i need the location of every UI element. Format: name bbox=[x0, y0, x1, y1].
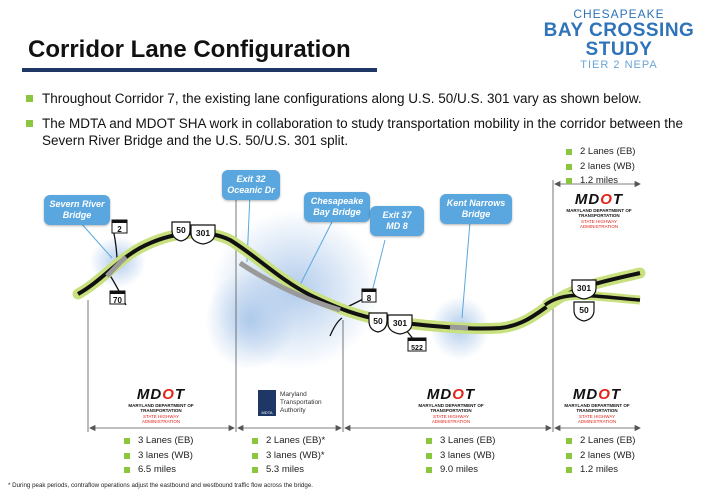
mdta-logo-mark bbox=[258, 390, 276, 416]
footnote: * During peak periods, contraflow operat… bbox=[8, 482, 313, 489]
study-logo: CHESAPEAKE BAY CROSSING STUDY TIER 2 NEP… bbox=[524, 8, 714, 71]
mdot-line-1: MARYLAND DEPARTMENT OF TRANSPORTATION bbox=[564, 403, 630, 413]
logo-line-3: TIER 2 NEPA bbox=[580, 59, 658, 71]
callout-label: Exit 32 Oceanic Dr bbox=[227, 174, 275, 195]
mdot-wordmark: MDOT bbox=[136, 386, 186, 403]
mdot-wordmark-o: O bbox=[452, 386, 465, 403]
mdot-line-2: STATE HIGHWAY ADMINISTRATION bbox=[141, 414, 181, 424]
us-301-label-2: 301 bbox=[393, 318, 407, 328]
stat-item: 3 Lanes (EB) bbox=[426, 434, 495, 449]
stat-item: 3 lanes (WB) bbox=[124, 449, 193, 464]
mdot-line-2: STATE HIGHWAY ADMINISTRATION bbox=[577, 414, 617, 424]
md-8-label: 8 bbox=[367, 294, 372, 303]
us-50-shield-3: 50 bbox=[573, 301, 595, 322]
mdot-wordmark-o: O bbox=[600, 191, 613, 208]
callout-label: Chesapeake Bay Bridge bbox=[310, 196, 364, 217]
mdot-wordmark: MDOT bbox=[426, 386, 476, 403]
kent-narrows-bridge bbox=[449, 324, 469, 331]
stat-item: 9.0 miles bbox=[426, 463, 495, 478]
stat-item: 2 Lanes (EB)* bbox=[252, 434, 325, 449]
stat-item: 6.5 miles bbox=[124, 463, 193, 478]
mdot-logo-seg3: MDOT MARYLAND DEPARTMENT OF TRANSPORTATI… bbox=[418, 387, 484, 424]
mdot-wordmark-o: O bbox=[162, 386, 175, 403]
us-50-shield-1: 50 bbox=[171, 221, 191, 242]
segment-stats-4: 2 Lanes (EB) 2 lanes (WB) 1.2 miles bbox=[566, 434, 635, 478]
segment-stats-1: 3 Lanes (EB) 3 lanes (WB) 6.5 miles bbox=[124, 434, 193, 478]
stat-item: 3 lanes (WB)* bbox=[252, 449, 325, 464]
us-301-shield-1: 301 bbox=[190, 224, 216, 245]
stat-item: 2 lanes (WB) bbox=[566, 449, 635, 464]
md-522-label: 522 bbox=[411, 345, 423, 352]
us-301-label-1: 301 bbox=[196, 228, 210, 238]
bullet-item: Throughout Corridor 7, the existing lane… bbox=[24, 90, 714, 107]
intro-bullets: Throughout Corridor 7, the existing lane… bbox=[24, 90, 714, 157]
us-301-label-3: 301 bbox=[577, 283, 591, 293]
md-70-label: 70 bbox=[113, 296, 122, 305]
callout-severn-river-bridge: Severn River Bridge bbox=[44, 195, 110, 225]
callout-label: Severn River Bridge bbox=[49, 199, 105, 220]
mdot-logo-seg1: MDOT MARYLAND DEPARTMENT OF TRANSPORTATI… bbox=[128, 387, 194, 424]
mdta-logo-label: MDTA bbox=[261, 410, 273, 415]
mdot-logo-seg4: MDOT MARYLAND DEPARTMENT OF TRANSPORTATI… bbox=[564, 387, 630, 424]
md-522-shield: 522 bbox=[407, 337, 427, 352]
mdot-logo-top: MDOT MARYLAND DEPARTMENT OF TRANSPORTATI… bbox=[566, 192, 632, 229]
dimension-arrows bbox=[89, 180, 641, 432]
chesapeake-bay-bridge bbox=[238, 260, 341, 313]
logo-line-2: BAY CROSSING STUDY bbox=[543, 20, 695, 60]
md-2-shield: 2 bbox=[111, 219, 128, 234]
mdot-wordmark: MDOT bbox=[574, 191, 624, 208]
stat-item: 5.3 miles bbox=[252, 463, 325, 478]
us-50-shield-2: 50 bbox=[368, 312, 388, 333]
mdta-logo: MDTA Maryland Transportation Authority bbox=[258, 388, 338, 422]
callout-kent-narrows-bridge: Kent Narrows Bridge bbox=[440, 194, 512, 224]
title-underline bbox=[22, 68, 377, 72]
stat-item: 2 Lanes (EB) bbox=[566, 434, 635, 449]
us-50-label-2: 50 bbox=[373, 316, 383, 326]
stat-item: 2 lanes (WB) bbox=[566, 160, 635, 175]
mdot-wordmark: MDOT bbox=[572, 386, 622, 403]
callout-label: Kent Narrows Bridge bbox=[446, 198, 506, 219]
callout-exit-32: Exit 32 Oceanic Dr bbox=[222, 170, 280, 200]
us-301-shield-2: 301 bbox=[387, 314, 413, 335]
us-50-label-3: 50 bbox=[579, 305, 589, 315]
mdot-line-1: MARYLAND DEPARTMENT OF TRANSPORTATION bbox=[566, 208, 632, 218]
bullet-item: The MDTA and MDOT SHA work in collaborat… bbox=[24, 115, 714, 149]
stat-item: 3 Lanes (EB) bbox=[124, 434, 193, 449]
segment-stats-3: 3 Lanes (EB) 3 lanes (WB) 9.0 miles bbox=[426, 434, 495, 478]
stat-item: 1.2 miles bbox=[566, 463, 635, 478]
segment-stats-top: 2 Lanes (EB) 2 lanes (WB) 1.2 miles bbox=[566, 145, 635, 189]
page-title: Corridor Lane Configuration bbox=[28, 36, 351, 63]
mdot-line-2: STATE HIGHWAY ADMINISTRATION bbox=[431, 414, 471, 424]
logo-line-1: CHESAPEAKE bbox=[573, 7, 665, 21]
severn-bridge bbox=[105, 255, 128, 278]
mdta-name: Maryland Transportation Authority bbox=[280, 391, 322, 414]
mdot-line-1: MARYLAND DEPARTMENT OF TRANSPORTATION bbox=[418, 403, 484, 413]
md-2-label: 2 bbox=[117, 225, 122, 234]
md-70-shield: 70 bbox=[109, 290, 126, 305]
stat-item: 3 lanes (WB) bbox=[426, 449, 495, 464]
us-301-shield-3: 301 bbox=[571, 279, 597, 300]
mdot-wordmark-o: O bbox=[598, 386, 611, 403]
mdot-line-2: STATE HIGHWAY ADMINISTRATION bbox=[579, 219, 619, 229]
md-8-shield: 8 bbox=[361, 288, 377, 303]
callout-exit-37: Exit 37 MD 8 bbox=[370, 206, 424, 236]
segment-stats-2: 2 Lanes (EB)* 3 lanes (WB)* 5.3 miles bbox=[252, 434, 325, 478]
stat-item: 1.2 miles bbox=[566, 174, 635, 189]
callout-chesapeake-bay-bridge: Chesapeake Bay Bridge bbox=[304, 192, 370, 222]
stat-item: 2 Lanes (EB) bbox=[566, 145, 635, 160]
callout-label: Exit 37 MD 8 bbox=[382, 210, 412, 231]
mdot-line-1: MARYLAND DEPARTMENT OF TRANSPORTATION bbox=[128, 403, 194, 413]
us-50-label-1: 50 bbox=[176, 225, 186, 235]
water-bay-2 bbox=[205, 270, 295, 370]
